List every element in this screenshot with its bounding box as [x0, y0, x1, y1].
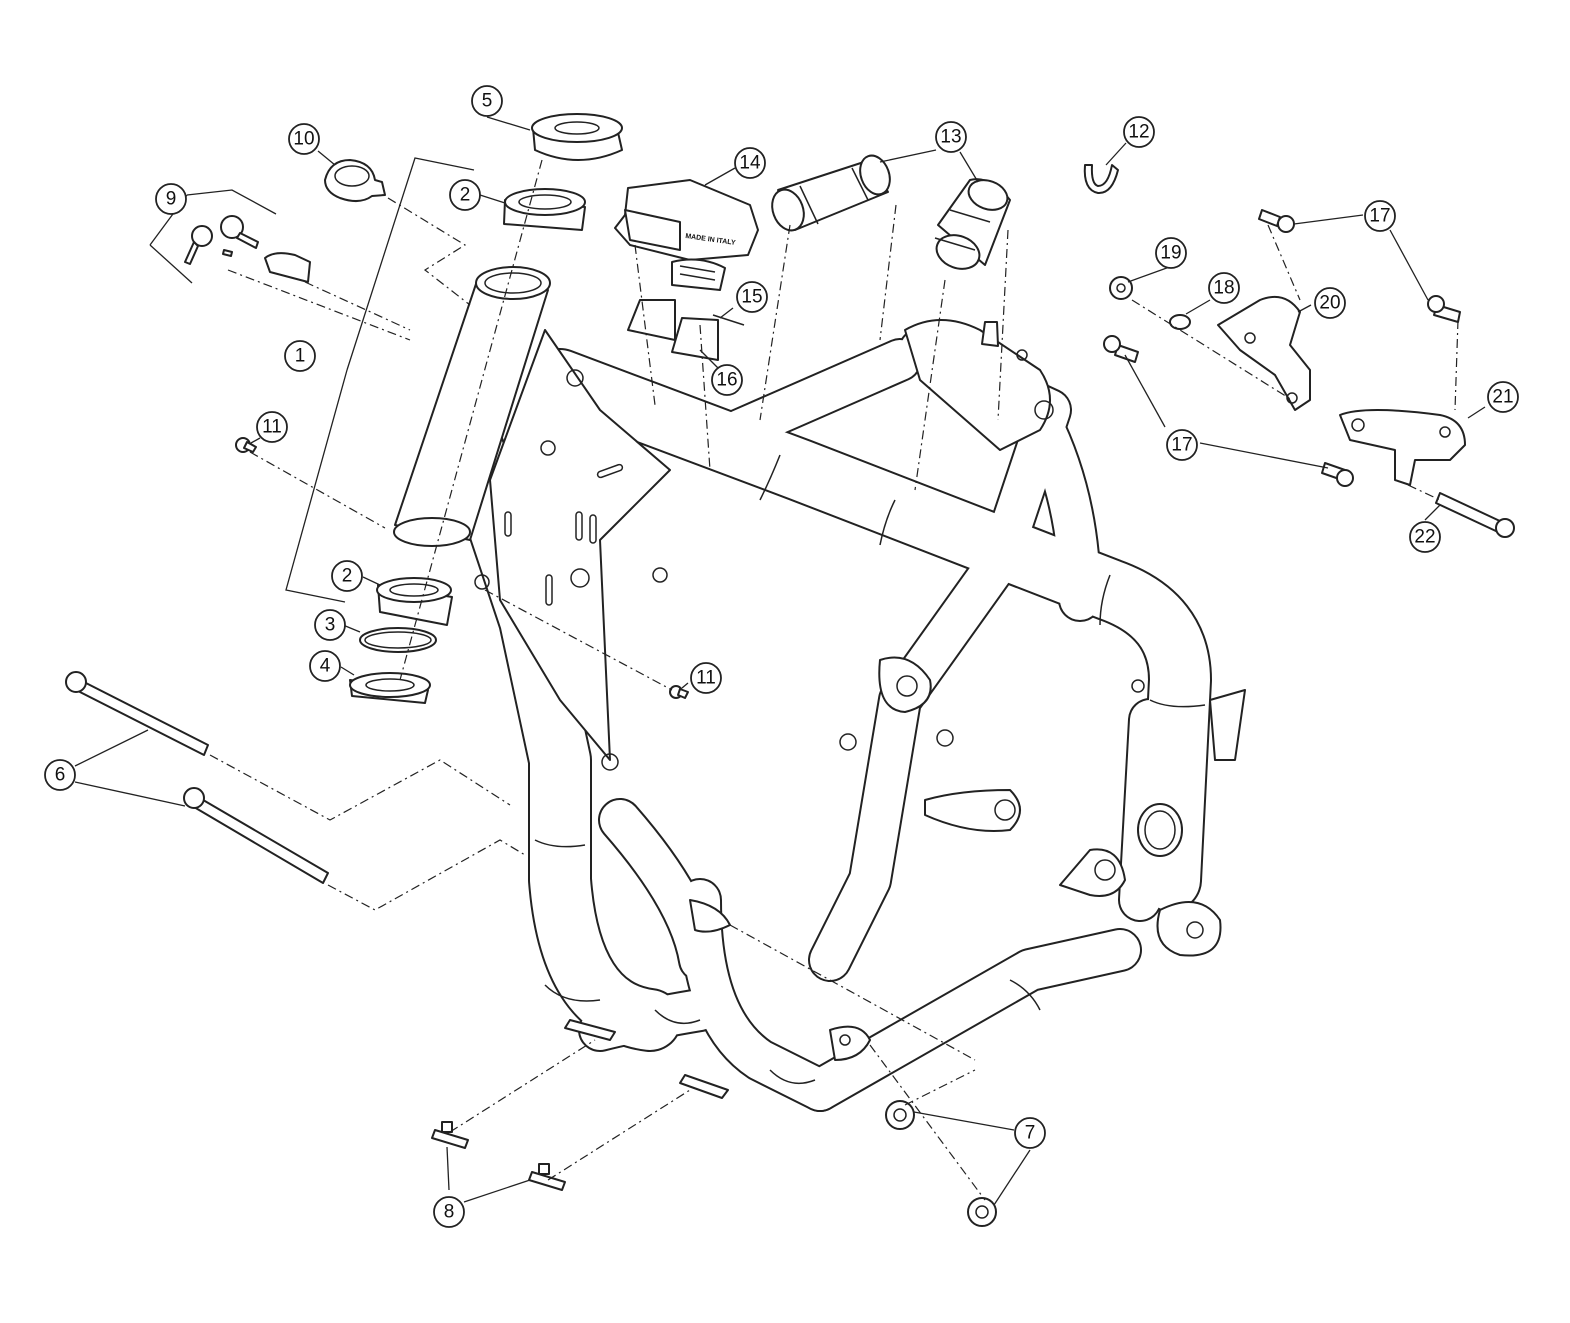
callout-18-label: 18: [1213, 278, 1234, 299]
part-5-dust-seal: [531, 113, 623, 161]
part-22-long-bolt: [1435, 492, 1515, 538]
callout-11-lower: 11: [690, 662, 722, 694]
callout-21: 21: [1487, 381, 1519, 413]
part-11-bolt-upper: [235, 437, 257, 453]
frame-skid-tab-right: [679, 1074, 729, 1099]
callout-19: 19: [1155, 237, 1187, 269]
callout-1-label: 1: [295, 346, 306, 367]
motorcycle-frame: [393, 266, 1246, 1112]
part-2-lower-bearing: [376, 577, 453, 626]
callout-6-label: 6: [55, 765, 66, 786]
callout-10: 10: [288, 123, 320, 155]
callout-2-lower: 2: [331, 560, 363, 592]
part-9-key-set: [184, 215, 311, 283]
part-12-cable-tie: [1083, 164, 1119, 195]
part-2-upper-bearing: [503, 188, 586, 231]
callout-19-label: 19: [1160, 243, 1181, 264]
frame-skid-tab-left: [564, 1019, 616, 1041]
callout-14-label: 14: [739, 153, 761, 174]
part-17-bolt-top-right: [1427, 295, 1461, 323]
callout-15: 15: [736, 281, 768, 313]
callout-8-label: 8: [444, 1202, 455, 1223]
gusset-slots: [474, 369, 624, 771]
part-4-lower-seal: [349, 672, 431, 704]
callout-5-label: 5: [482, 91, 493, 112]
callout-9: 9: [155, 183, 187, 215]
tube-seams: [534, 454, 1206, 1085]
part-6-bolt-lower: [183, 787, 329, 884]
part-14-relay-holder: MADE IN ITALY: [614, 179, 759, 291]
callout-12-label: 12: [1128, 122, 1149, 143]
callout-13-label: 13: [940, 127, 961, 148]
callout-16-label: 16: [716, 370, 737, 391]
part-18-washer: [1169, 314, 1191, 330]
callout-14: 14: [734, 147, 766, 179]
part-20-bracket: [1217, 296, 1311, 411]
part-7-nut-upper: [885, 1100, 915, 1130]
callout-11-lower-label: 11: [696, 668, 716, 689]
leader-lines: [74, 116, 1486, 1206]
callout-6: 6: [44, 759, 76, 791]
callout-4-label: 4: [320, 656, 331, 677]
callout-13: 13: [935, 121, 967, 153]
callout-3: 3: [314, 609, 346, 641]
callout-3-label: 3: [325, 615, 336, 636]
callout-15-label: 15: [741, 287, 762, 308]
callout-7-label: 7: [1025, 1123, 1036, 1144]
part-21-bracket: [1339, 409, 1466, 486]
part-17-bolt-top-left: [1258, 209, 1295, 233]
callout-1: 1: [284, 340, 316, 372]
callout-9-label: 9: [166, 189, 177, 210]
callout-22-label: 22: [1414, 527, 1435, 548]
steering-head-tube: [393, 266, 551, 547]
callout-7: 7: [1014, 1117, 1046, 1149]
callout-11-upper-label: 11: [262, 417, 282, 438]
callout-10-label: 10: [293, 129, 314, 150]
shock-mount: [904, 319, 1054, 451]
part-3-o-ring-inner: [364, 631, 432, 649]
part-13-sleeve-right: [934, 178, 1011, 270]
part-7-nut-lower: [967, 1197, 997, 1227]
callout-17-upper: 17: [1364, 200, 1396, 232]
callout-21-label: 21: [1492, 387, 1513, 408]
callout-2-upper: 2: [449, 179, 481, 211]
callout-4: 4: [309, 650, 341, 682]
callout-11-upper: 11: [256, 411, 288, 443]
callout-12: 12: [1123, 116, 1155, 148]
part-8-stud-lower: [528, 1163, 566, 1191]
callout-5: 5: [471, 85, 503, 117]
part-8-stud-upper: [431, 1121, 469, 1149]
callout-17-upper-label: 17: [1369, 206, 1390, 227]
callout-8: 8: [433, 1196, 465, 1228]
part-11-bolt-lower: [669, 685, 689, 699]
frame-main-tubes: [438, 328, 1212, 1112]
callout-2-upper-label: 2: [460, 185, 471, 206]
part-15-clip: [712, 314, 745, 326]
callout-17-lower-label: 17: [1171, 435, 1192, 456]
callout-18: 18: [1208, 272, 1240, 304]
callout-20-label: 20: [1319, 293, 1340, 314]
part-10-clamp: [324, 159, 386, 202]
part-17-bolt-mid: [1103, 335, 1139, 363]
callout-17-lower: 17: [1166, 429, 1198, 461]
part-17-bolt-low: [1321, 462, 1354, 487]
part-16-relays: [627, 299, 719, 361]
callout-16: 16: [711, 364, 743, 396]
part-13-sleeve-left: [771, 154, 891, 232]
callout-2-lower-label: 2: [342, 566, 353, 587]
frame-mount-brackets: [652, 567, 1246, 1061]
callout-20: 20: [1314, 287, 1346, 319]
frame-gusset-plate: [489, 329, 671, 761]
part-6-bolt-upper: [65, 671, 209, 756]
assembly-lines: [209, 159, 1459, 1201]
callout-22: 22: [1409, 521, 1441, 553]
part-19-nut: [1109, 276, 1133, 300]
